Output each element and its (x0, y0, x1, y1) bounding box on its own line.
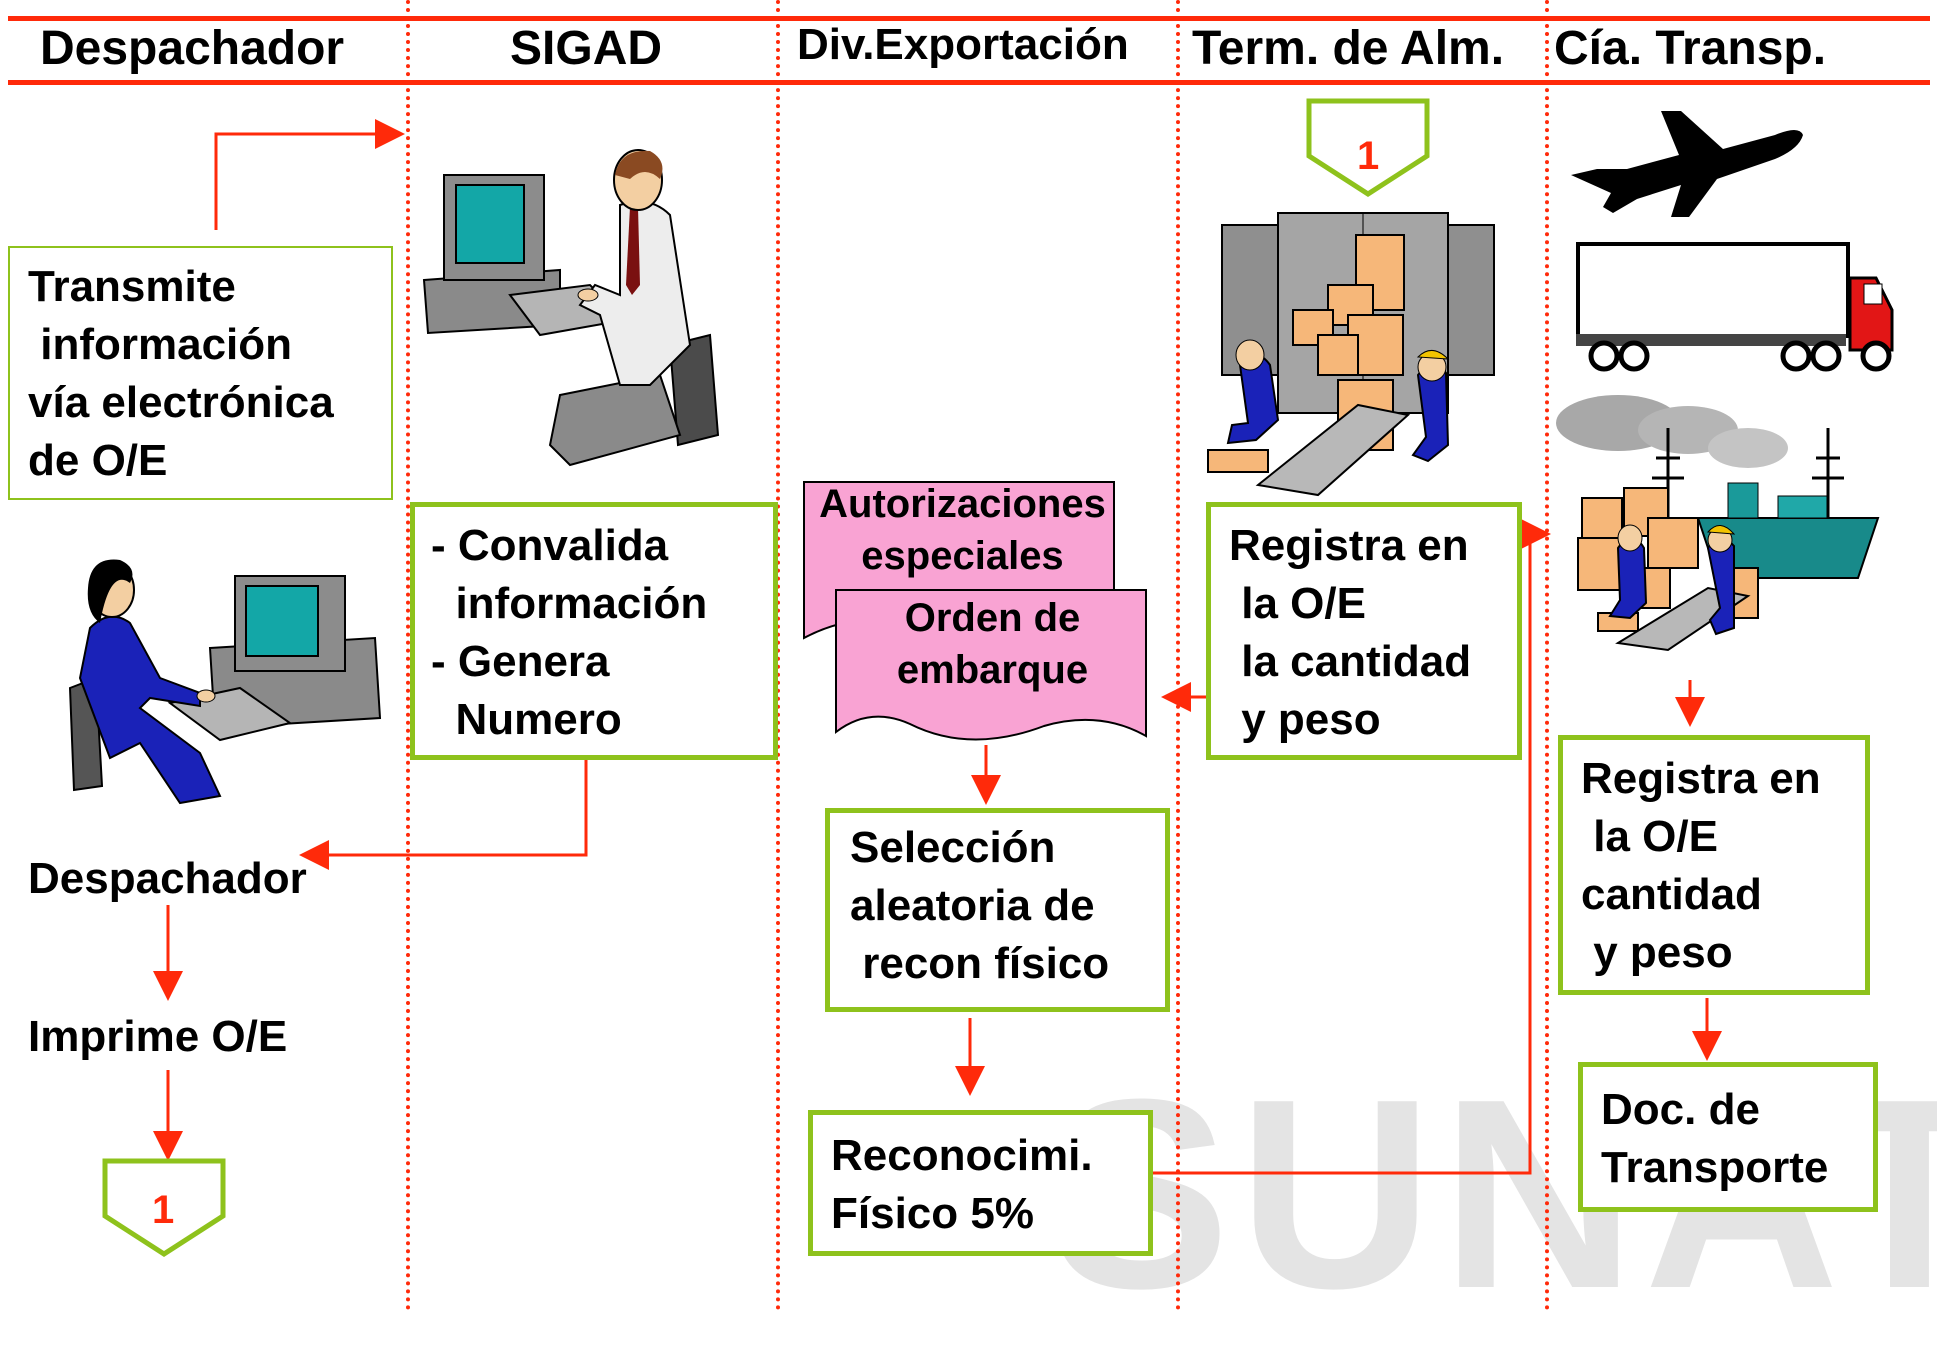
lane-divider-4 (1545, 0, 1549, 1311)
lane-divider-3 (1176, 0, 1180, 1311)
lane-header-cia-transp: Cía. Transp. (1554, 22, 1827, 75)
warehouse-loading-illustration (1207, 212, 1495, 497)
doc-transporte-box: Doc. de Transporte (1578, 1062, 1878, 1212)
lane-header-sigad: SIGAD (510, 22, 663, 75)
connector-1-despachador-label: 1 (152, 1188, 175, 1232)
registra-cia-text: Registra en la O/E cantidad y peso (1581, 754, 1821, 977)
reconocimiento-text: Reconocimi. Físico 5% (831, 1131, 1093, 1238)
registra-term-box: Registra en la O/E la cantidad y peso (1206, 502, 1522, 760)
ship-loading-illustration (1556, 395, 1880, 652)
woman-at-computer-illustration (68, 559, 382, 805)
flow-arrows (153, 119, 1722, 1175)
doc-transporte-text: Doc. de Transporte (1601, 1085, 1829, 1192)
lane-header-div-exportacion: Div.Exportación (797, 20, 1129, 69)
imprime-oe-label: Imprime O/E (28, 1012, 288, 1061)
header-top-rule (8, 16, 1930, 21)
arrow-reconocimiento-to-cia (1152, 519, 1551, 1175)
airplane-icon (1571, 111, 1803, 217)
document-stack (803, 481, 1147, 741)
transmite-text: Transmite información vía electrónica de… (28, 262, 334, 485)
connector-1-term-alm-label: 1 (1357, 134, 1380, 178)
header-bottom-rule (8, 80, 1930, 85)
transmite-box: Transmite información vía electrónica de… (8, 246, 393, 500)
despachador-label: Despachador (28, 854, 307, 903)
lane-header-term-alm: Term. de Alm. (1192, 22, 1505, 75)
autorizaciones-text: Autorizaciones especiales (819, 482, 1106, 578)
offpage-connector-term-alm (1306, 98, 1430, 197)
convalida-text: - Convalida información - Genera Numero (431, 521, 708, 744)
truck-icon (1576, 242, 1894, 372)
seleccion-text: Selección aleatoria de recon físico (850, 823, 1110, 988)
convalida-box: - Convalida información - Genera Numero (410, 502, 778, 760)
arrow-sigad-to-despachador (299, 760, 588, 870)
orden-embarque-text: Orden de embarque (896, 596, 1089, 692)
arrow-transmite-to-sigad (214, 119, 405, 230)
registra-term-text: Registra en la O/E la cantidad y peso (1229, 521, 1472, 744)
lane-divider-1 (406, 0, 410, 1311)
offpage-connector-despachador (102, 1158, 226, 1257)
reconocimiento-box: Reconocimi. Físico 5% (808, 1110, 1153, 1256)
man-at-computer-illustration (422, 149, 720, 467)
lane-divider-2 (776, 0, 780, 1311)
registra-cia-box: Registra en la O/E cantidad y peso (1558, 735, 1870, 995)
seleccion-box: Selección aleatoria de recon físico (825, 808, 1170, 1012)
lane-header-despachador: Despachador (40, 22, 345, 75)
